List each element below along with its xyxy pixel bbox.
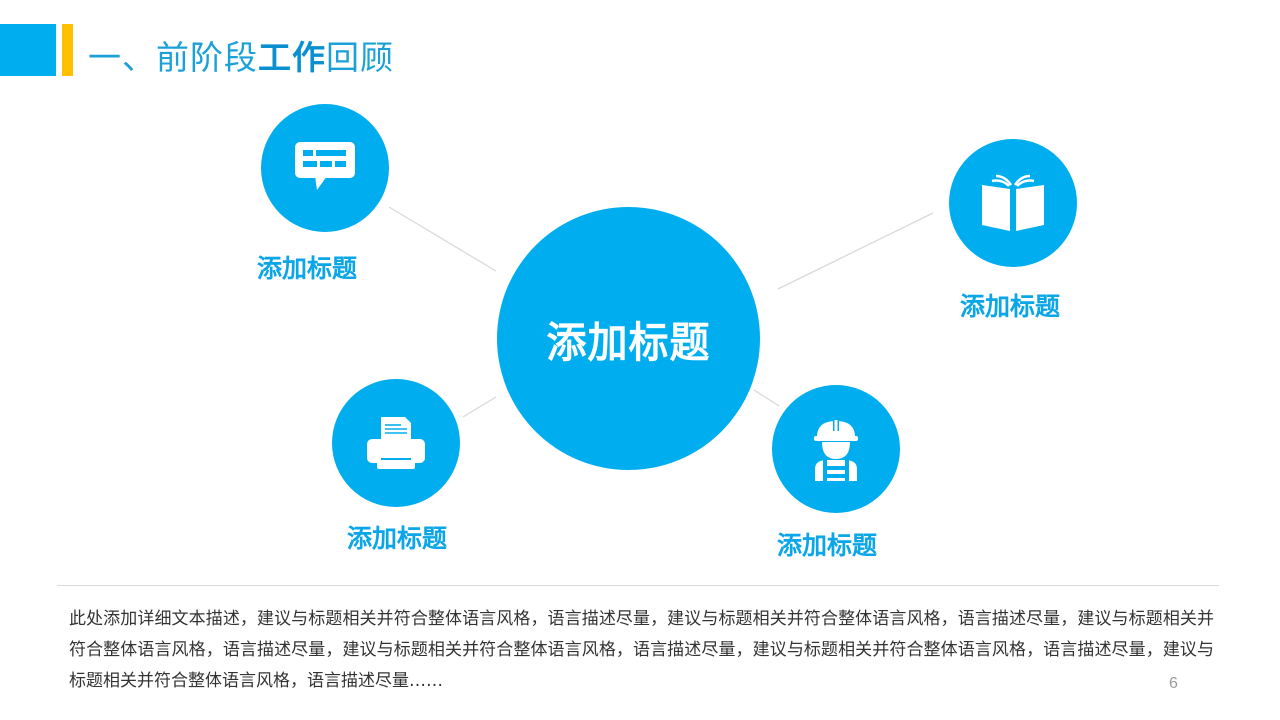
connector-line-bottom-left bbox=[462, 396, 497, 418]
node-bottom-left[interactable] bbox=[332, 379, 460, 507]
connector-line-bottom-right bbox=[753, 389, 780, 407]
node-bottom-right[interactable] bbox=[772, 385, 900, 513]
title-emphasis: 工作 bbox=[258, 38, 326, 77]
construction-worker-icon bbox=[809, 417, 863, 481]
header-accent-bar bbox=[62, 24, 73, 76]
header-accent-block bbox=[0, 24, 56, 76]
node-label-bottom-right: 添加标题 bbox=[776, 531, 877, 560]
title-prefix: 一、前阶段 bbox=[88, 38, 258, 77]
page-number: 6 bbox=[1169, 675, 1178, 692]
center-title: 添加标题 bbox=[546, 318, 711, 367]
description-text: 此处添加详细文本描述，建议与标题相关并符合整体语言风格，语言描述尽量，建议与标题… bbox=[69, 609, 1214, 691]
center-node[interactable]: 添加标题 bbox=[497, 207, 760, 470]
node-label-bottom-left: 添加标题 bbox=[346, 524, 447, 553]
page-title: 一、前阶段工作回顾 bbox=[88, 36, 394, 80]
connector-line-top-left bbox=[388, 206, 497, 272]
open-book-icon bbox=[978, 173, 1048, 233]
title-suffix: 回顾 bbox=[326, 38, 394, 77]
node-label-top-left: 添加标题 bbox=[256, 254, 357, 283]
node-top-right[interactable] bbox=[949, 139, 1077, 267]
chat-bubble-icon bbox=[293, 140, 357, 196]
node-label-top-right: 添加标题 bbox=[959, 292, 1060, 321]
node-top-left[interactable] bbox=[261, 104, 389, 232]
divider bbox=[57, 585, 1219, 586]
printer-icon bbox=[365, 415, 427, 471]
connector-line-top-right bbox=[777, 212, 934, 290]
